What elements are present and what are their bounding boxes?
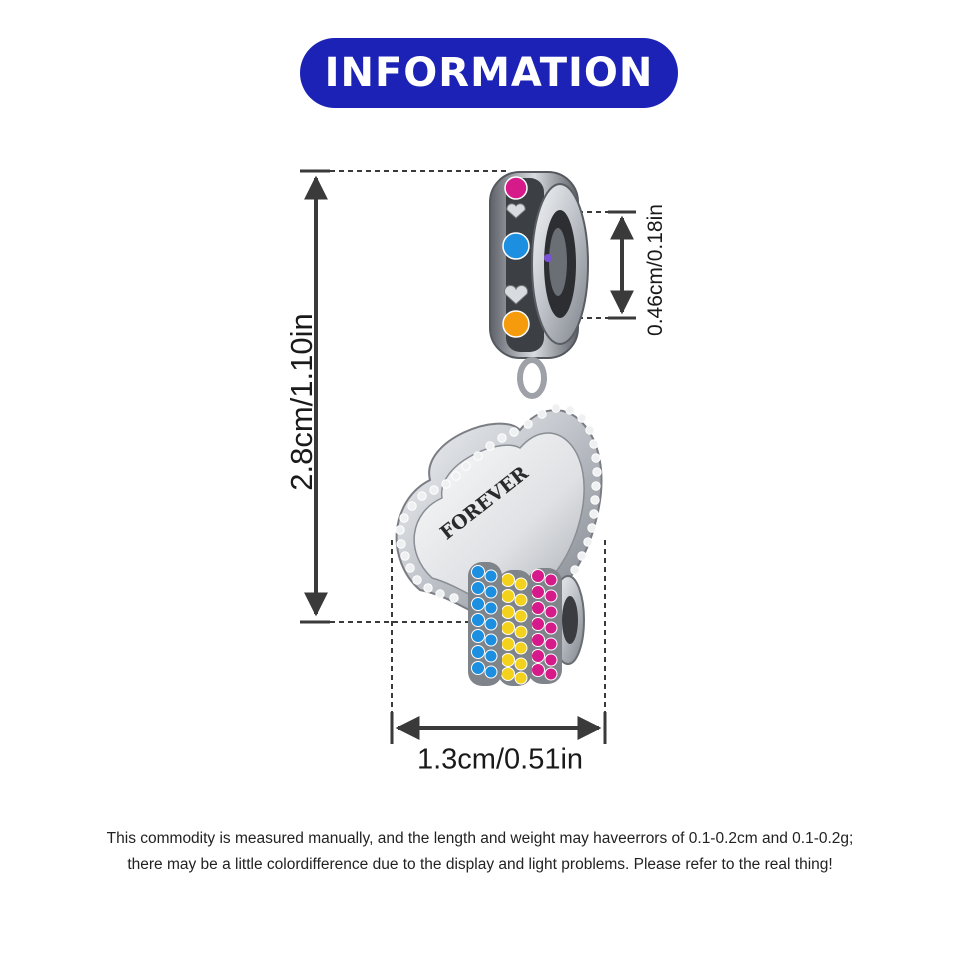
gem-stone [590, 495, 600, 505]
gem-stone [501, 653, 515, 667]
gem-stone [435, 589, 445, 599]
disclaimer-line-1: This commodity is measured manually, and… [106, 830, 854, 847]
gem-stone [461, 461, 471, 471]
pave-stones [395, 403, 602, 603]
title-banner: INFORMATION [300, 38, 678, 108]
gem-stone [577, 551, 587, 561]
gem-stone [441, 479, 451, 489]
gem-stone [514, 593, 528, 607]
gem-stone [501, 667, 515, 681]
gem-stone [501, 621, 515, 635]
disclaimer-line-2: there may be a little colordifference du… [127, 856, 833, 873]
ring-yellow [501, 573, 528, 685]
gem-stone [399, 513, 409, 523]
gem-stone [589, 509, 599, 519]
gem-stone [501, 589, 515, 603]
gem-stone [544, 621, 558, 635]
gem-stone [396, 539, 406, 549]
gem-stone [451, 471, 461, 481]
gem-stone [514, 671, 528, 685]
gem-stone [587, 523, 597, 533]
gem-stone [449, 593, 459, 603]
gem-stone [544, 605, 558, 619]
gem-stone [531, 601, 545, 615]
gem-stone [544, 573, 558, 587]
gem-stone [591, 481, 601, 491]
ring-blue [471, 565, 498, 679]
gem-stone [592, 467, 602, 477]
dimension-lines [300, 169, 636, 744]
gem-stone [423, 583, 433, 593]
gem-stone [551, 403, 561, 413]
gem-stone [471, 597, 485, 611]
gem-stone [531, 649, 545, 663]
gem-stone [501, 605, 515, 619]
jump-ring [517, 357, 547, 399]
gem-stone [577, 413, 587, 423]
spacer-rings [468, 562, 585, 686]
gem-stone [412, 575, 422, 585]
gem-stone [585, 425, 595, 435]
height-label: 2.8cm/1.10in [284, 313, 319, 491]
gem-stone [501, 573, 515, 587]
page-title: INFORMATION [324, 50, 654, 96]
gem-stone [544, 653, 558, 667]
ring-pink [531, 569, 558, 681]
disclaimer-text: This commodity is measured manually, and… [0, 826, 960, 878]
gem-stone [565, 405, 575, 415]
gem-stone [531, 585, 545, 599]
gem-stone [531, 633, 545, 647]
gem-stone [501, 637, 515, 651]
gem-stone [484, 633, 498, 647]
gem-stone [537, 409, 547, 419]
gem-stone [484, 665, 498, 679]
gem-stone [484, 617, 498, 631]
gem-stone [485, 441, 495, 451]
gem-stone [471, 629, 485, 643]
gem-stone [544, 637, 558, 651]
gem-stone [591, 453, 601, 463]
width-label: 1.3cm/0.51in [416, 743, 584, 776]
gem-stone [589, 439, 599, 449]
gem-stone [514, 657, 528, 671]
gem-stone [531, 617, 545, 631]
gem-stone [471, 565, 485, 579]
gem-stone [471, 613, 485, 627]
inner-gem [544, 254, 552, 262]
hole-diameter-label: 0.46cm/0.18in [644, 204, 667, 336]
gem-stone [570, 565, 580, 575]
gem-stone [471, 661, 485, 675]
gem-stone [471, 581, 485, 595]
gem-blue [502, 232, 530, 260]
gem-stone [405, 563, 415, 573]
gem-stone [544, 667, 558, 681]
gem-stone [473, 451, 483, 461]
gem-stone [514, 625, 528, 639]
gem-stone [417, 491, 427, 501]
gem-stone [484, 569, 498, 583]
gem-orange [502, 310, 530, 338]
gem-stone [509, 427, 519, 437]
gem-stone [531, 663, 545, 677]
gem-stone [400, 551, 410, 561]
gem-stone [471, 645, 485, 659]
gem-stone [429, 485, 439, 495]
gem-stone [484, 585, 498, 599]
gem-stone [484, 601, 498, 615]
gem-stone [484, 649, 498, 663]
gem-stone [583, 537, 593, 547]
gem-stone [544, 589, 558, 603]
gem-stone [531, 569, 545, 583]
gem-stone [407, 501, 417, 511]
gem-stone [514, 641, 528, 655]
gem-stone [514, 577, 528, 591]
gem-stone [497, 433, 507, 443]
charm-bail [489, 171, 589, 359]
gem-pink [504, 176, 528, 200]
gem-stone [514, 609, 528, 623]
gem-stone [523, 419, 533, 429]
gem-stone [395, 525, 405, 535]
